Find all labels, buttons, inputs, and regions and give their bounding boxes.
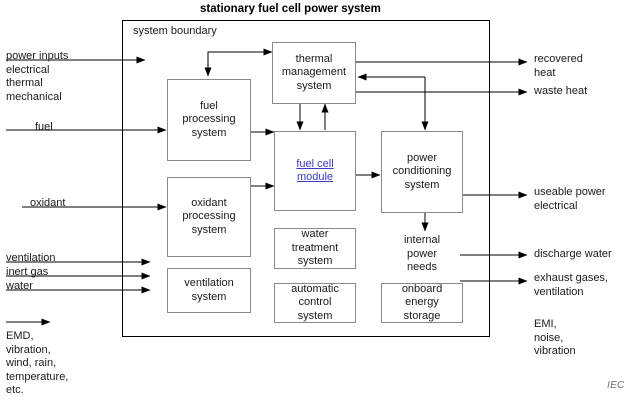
input-label-environmental: EMD, vibration, wind, rain, temperature,… bbox=[6, 330, 69, 396]
page-title: stationary fuel cell power system bbox=[200, 3, 381, 15]
input-label-power-inputs: power inputs electrical thermal mechanic… bbox=[6, 50, 69, 103]
block-label: onboard energy storage bbox=[401, 282, 443, 322]
output-label-waste-heat: waste heat bbox=[534, 85, 588, 97]
block-ventilation-system[interactable]: ventilation system bbox=[167, 268, 251, 313]
system-boundary-label: system boundary bbox=[133, 25, 217, 37]
block-fuel-processing-system[interactable]: fuel processing system bbox=[167, 79, 251, 161]
input-label-fuel: fuel bbox=[35, 121, 53, 133]
block-label: water treatment system bbox=[291, 228, 339, 268]
input-label-inert-gas: inert gas bbox=[6, 266, 49, 278]
block-automatic-control-system[interactable]: automatic control system bbox=[274, 283, 356, 323]
block-label: oxidant processing system bbox=[182, 196, 236, 236]
block-label: thermal management system bbox=[281, 52, 347, 92]
block-label: fuel processing system bbox=[182, 99, 236, 139]
output-label-recovered-heat: recovered heat bbox=[534, 53, 583, 79]
output-label-useable-power: useable power electrical bbox=[534, 186, 606, 212]
annotation-internal-power-needs: internal power needs bbox=[403, 234, 441, 273]
iec-credit: IEC bbox=[607, 380, 625, 391]
output-label-discharge-water: discharge water bbox=[534, 248, 612, 260]
block-water-treatment-system[interactable]: water treatment system bbox=[274, 228, 356, 269]
input-label-oxidant: oxidant bbox=[30, 197, 66, 209]
system-boundary bbox=[122, 20, 490, 337]
input-label-water: water bbox=[6, 280, 33, 292]
fuel-cell-module-link[interactable]: fuel cell module bbox=[296, 157, 334, 184]
block-fuel-cell-module[interactable]: fuel cell module bbox=[274, 131, 356, 211]
output-label-exhaust-gases: exhaust gases, ventilation bbox=[534, 272, 608, 298]
block-power-conditioning-system[interactable]: power conditioning system bbox=[381, 131, 463, 213]
block-thermal-management-system[interactable]: thermal management system bbox=[272, 42, 356, 104]
block-label: ventilation system bbox=[184, 277, 234, 303]
output-label-emissions: EMI, noise, vibration bbox=[534, 318, 576, 357]
block-onboard-energy-storage[interactable]: onboard energy storage bbox=[381, 283, 463, 323]
block-label: power conditioning system bbox=[392, 151, 452, 191]
input-label-ventilation: ventilation bbox=[6, 252, 56, 264]
block-oxidant-processing-system[interactable]: oxidant processing system bbox=[167, 177, 251, 257]
block-label: automatic control system bbox=[291, 282, 339, 322]
